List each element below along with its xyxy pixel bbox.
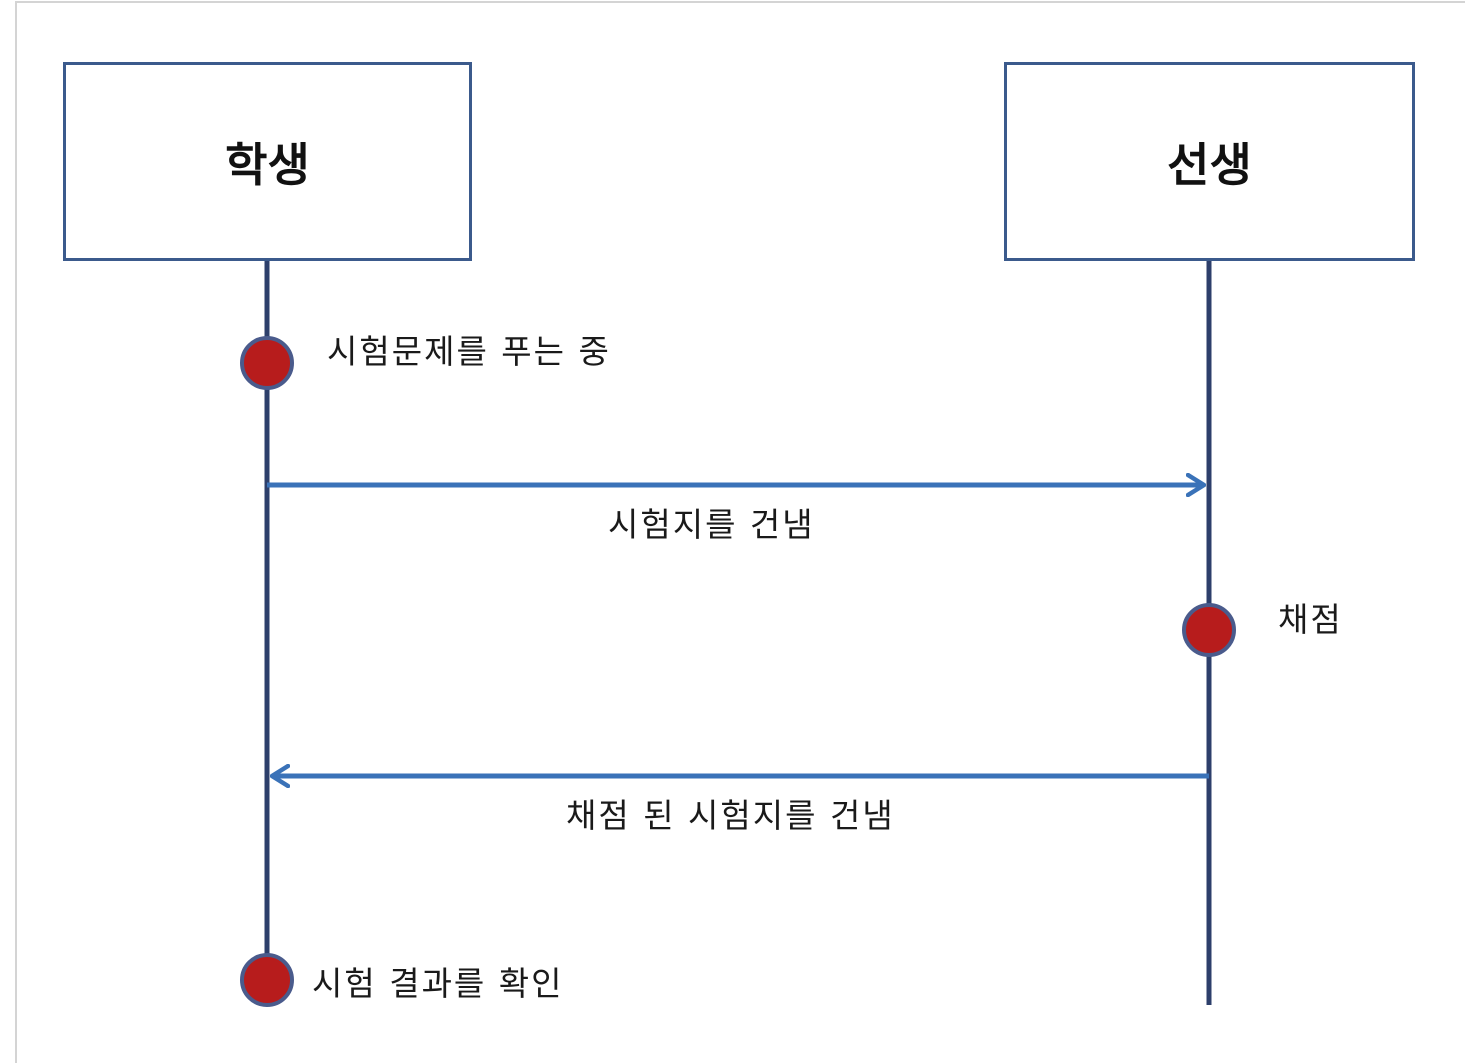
grading-event-dot xyxy=(1182,603,1236,657)
student-actor-label: 학생 xyxy=(225,137,310,192)
diagram-frame xyxy=(15,1,1465,1063)
return-message-label: 채점 된 시험지를 건냄 xyxy=(566,796,895,835)
solving-event-label: 시험문제를 푸는 중 xyxy=(327,332,611,371)
student-actor-box: 학생 xyxy=(63,62,472,261)
submit-message-label: 시험지를 건냄 xyxy=(608,505,815,544)
result-event-dot xyxy=(240,953,294,1007)
grading-event-label: 채점 xyxy=(1278,600,1343,639)
result-event-label: 시험 결과를 확인 xyxy=(312,964,564,1003)
solving-event-dot xyxy=(240,336,294,390)
teacher-actor-label: 선생 xyxy=(1167,137,1252,192)
teacher-actor-box: 선생 xyxy=(1004,62,1415,261)
